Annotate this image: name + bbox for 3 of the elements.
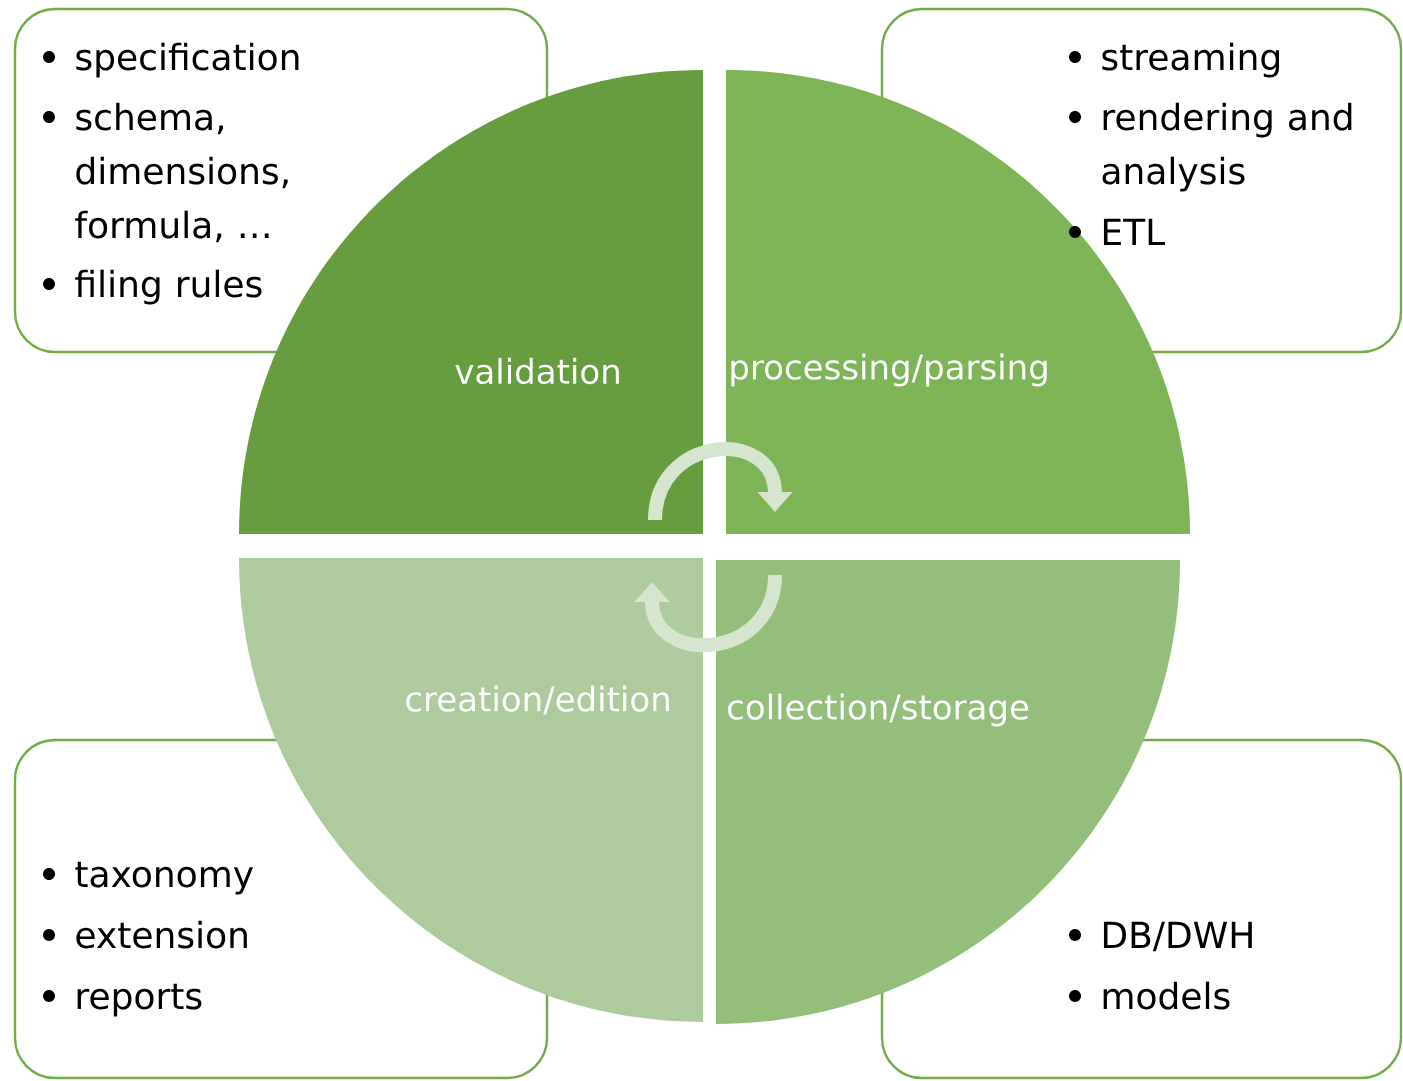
bullet-item: ETL bbox=[1069, 218, 1165, 245]
bullet-item: reports bbox=[43, 983, 202, 1017]
curved-arrow bbox=[648, 442, 793, 521]
